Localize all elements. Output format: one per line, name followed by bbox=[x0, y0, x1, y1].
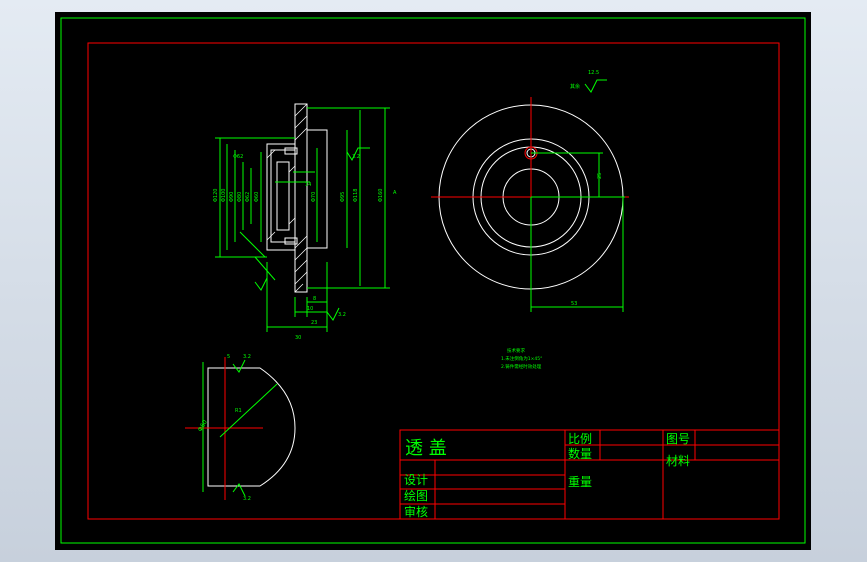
tech-note-2: 2.铸件需经时效处理 bbox=[501, 363, 542, 370]
roughness-detail-bottom: 3.2 bbox=[243, 496, 251, 502]
dim-depth-b: 14 bbox=[305, 182, 311, 188]
svg-text:Φ70: Φ70 bbox=[311, 192, 317, 202]
design-label: 设计 bbox=[404, 473, 428, 487]
svg-text:Φ118: Φ118 bbox=[353, 189, 359, 202]
material-label: 材料 bbox=[666, 454, 690, 468]
scale-label: 比例 bbox=[568, 432, 592, 446]
svg-text:Φ60: Φ60 bbox=[254, 192, 260, 202]
flange-outline bbox=[294, 103, 308, 293]
detail-view: 3.2 3.2 5 Φ60 R1 bbox=[185, 354, 296, 502]
roughness-section-b: 3.2 bbox=[338, 312, 346, 318]
dim-width-a: 30 bbox=[295, 335, 301, 341]
cad-drawing-sheet: 3.2 3.2 23 10 8 30 14 A Φ120 Φ100 Φ90 Φ8… bbox=[55, 12, 811, 550]
dim-height-small: 8 bbox=[313, 296, 316, 302]
drafting-label: 绘图 bbox=[404, 488, 428, 503]
quantity-label: 数量 bbox=[568, 446, 592, 461]
roughness-others: 其余 bbox=[570, 83, 580, 90]
svg-text:Φ80: Φ80 bbox=[237, 192, 243, 202]
drawing-svg: 3.2 3.2 23 10 8 30 14 A Φ120 Φ100 Φ90 Φ8… bbox=[60, 17, 806, 544]
dim-radius: 53 bbox=[571, 301, 577, 307]
roughness-main: 12.5 bbox=[588, 70, 599, 76]
outer-frame bbox=[60, 17, 806, 544]
svg-text:Φ90: Φ90 bbox=[229, 192, 235, 202]
dim-chamfer: R1 bbox=[235, 408, 242, 414]
roughness-detail-top: 3.2 bbox=[243, 354, 251, 360]
front-view: 25 53 12.5 其余 bbox=[431, 70, 629, 312]
svg-text:Φ160: Φ160 bbox=[378, 189, 384, 202]
svg-text:Φ95: Φ95 bbox=[340, 192, 346, 202]
dim-depth: 10 bbox=[307, 306, 313, 312]
ref-mark-a: A bbox=[393, 190, 397, 196]
svg-text:Φ100: Φ100 bbox=[221, 189, 227, 202]
title-block: 透 盖 比例 数量 重量 图号 材料 设计 绘图 审核 bbox=[399, 429, 780, 520]
dim-bolt-offset: 25 bbox=[597, 173, 603, 179]
svg-text:Φ120: Φ120 bbox=[213, 189, 219, 202]
dim-bore: Φ60 bbox=[197, 419, 209, 433]
part-name: 透 盖 bbox=[405, 438, 447, 459]
svg-text:Φ62: Φ62 bbox=[233, 154, 243, 160]
detail-outline bbox=[207, 367, 296, 487]
svg-text:Φ62: Φ62 bbox=[245, 192, 251, 202]
tech-notes-heading: 技术要求 bbox=[507, 347, 525, 354]
roughness-section-a: 3.2 bbox=[352, 154, 360, 160]
technical-notes: 技术要求 1.未注倒角为1×45° 2.铸件需经时效处理 bbox=[501, 347, 542, 370]
flange-body bbox=[306, 104, 328, 292]
dim-detail: 5 bbox=[227, 354, 230, 360]
review-label: 审核 bbox=[404, 504, 428, 519]
tech-note-1: 1.未注倒角为1×45° bbox=[501, 355, 542, 362]
section-view: 3.2 3.2 23 10 8 30 14 A Φ120 Φ100 Φ90 Φ8… bbox=[213, 103, 397, 341]
weight-label: 重量 bbox=[568, 475, 592, 489]
dim-width-b: 23 bbox=[311, 320, 317, 326]
drawing-no-label: 图号 bbox=[666, 432, 690, 446]
